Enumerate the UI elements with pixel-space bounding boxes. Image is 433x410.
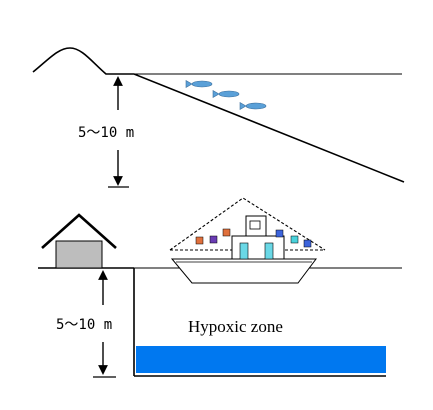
coastline xyxy=(32,47,405,183)
hypoxic-water xyxy=(136,346,386,373)
hypoxic-zone-label: Hypoxic zone xyxy=(188,317,283,336)
fish-icon xyxy=(212,89,240,99)
depth-label-bottom: 5～10 m xyxy=(56,317,112,333)
top-panel: 5～10 m xyxy=(32,47,405,188)
fish-icon xyxy=(239,101,267,111)
boat-icon xyxy=(169,197,326,284)
house-icon xyxy=(41,213,117,269)
fish-icon xyxy=(185,79,213,89)
bottom-panel: Hypoxic zone 5～10 m xyxy=(38,197,402,378)
depth-label-top: 5～10 m xyxy=(78,125,134,141)
